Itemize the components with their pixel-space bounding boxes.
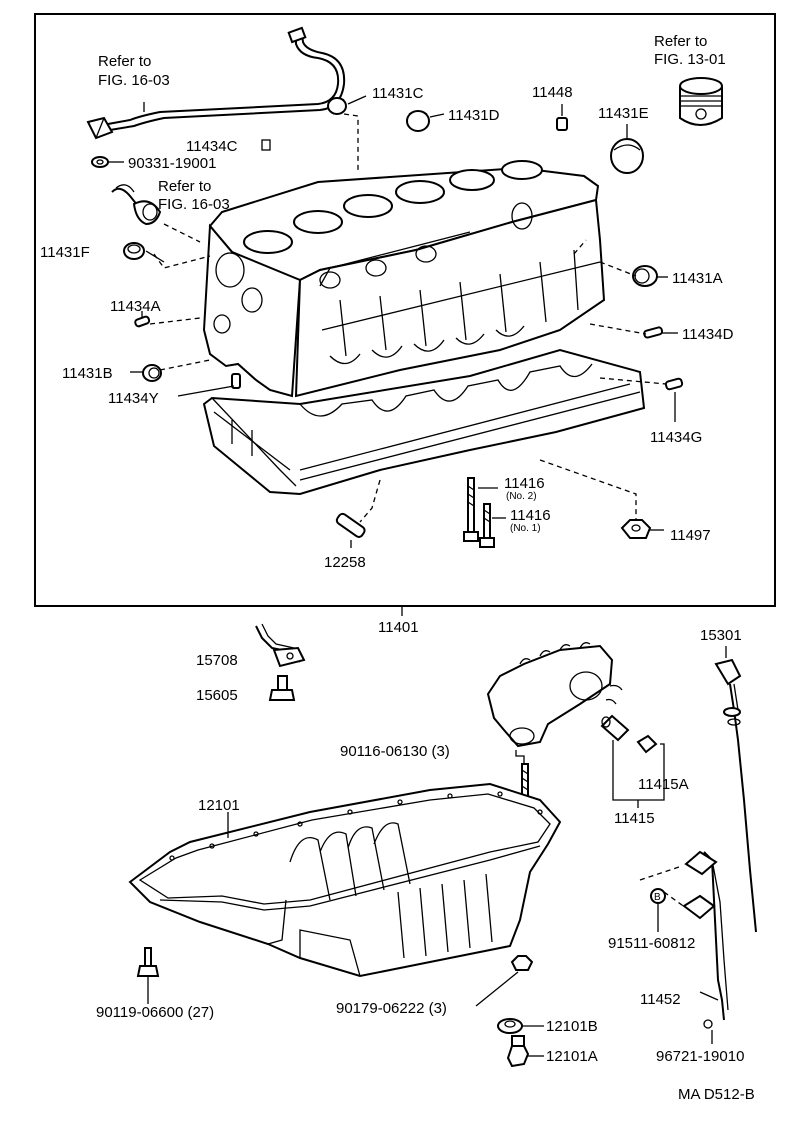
piston: [679, 77, 723, 126]
pin-11434Y: [231, 373, 241, 389]
plug-11431F: [123, 242, 145, 260]
label-11497: 11497: [670, 527, 711, 544]
plug-11431B: [142, 364, 162, 382]
label-91511: 91511-60812: [608, 935, 695, 952]
label-11431B: 11431B: [62, 365, 113, 382]
label-96721: 96721-19010: [656, 1048, 744, 1065]
gasket-12101B: [497, 1018, 523, 1034]
label-11401: 11401: [378, 619, 419, 636]
gasket-90331: [91, 156, 109, 168]
svg-text:B: B: [654, 892, 661, 903]
plug-11431C: [327, 97, 347, 115]
label-15605: 15605: [196, 687, 238, 704]
bolt-15605: [268, 675, 296, 701]
cylinder-block: [202, 160, 606, 398]
label-11452: 11452: [640, 991, 681, 1008]
label-90116: 90116-06130 (3): [340, 743, 450, 760]
label-15708: 15708: [196, 652, 238, 669]
bearing-cap-ladder: [202, 348, 646, 496]
label-refer-1603-b-line1: Refer to: [158, 178, 211, 195]
label-11434C: 11434C: [186, 138, 238, 155]
drain-plug-11415A: [636, 734, 658, 754]
label-11431D: 11431D: [448, 107, 500, 124]
nut-90179: [510, 955, 534, 971]
bolt-11416-no1: [479, 503, 495, 548]
label-90119: 90119-06600 (27): [96, 1004, 214, 1021]
label-11416-no1-sub: (No. 1): [510, 523, 541, 534]
strainer-15708: [255, 623, 306, 668]
plug-11431D: [406, 110, 430, 132]
plug-11431E: [610, 138, 644, 174]
label-11434G: 11434G: [650, 429, 702, 446]
dipstick-guide-11452: [682, 850, 729, 1029]
label-11415A: 11415A: [638, 776, 689, 793]
pin-11434C-symbol: [261, 139, 271, 151]
label-11431C: 11431C: [372, 85, 424, 102]
label-11416-no1: 11416: [510, 507, 551, 524]
label-refer-1603-a-line2: FIG. 16-03: [98, 72, 170, 89]
label-11434D: 11434D: [682, 326, 734, 343]
drain-plug-12101A: [506, 1035, 530, 1068]
pin-11434D: [643, 326, 664, 339]
oil-pan: [128, 782, 562, 978]
label-12258: 12258: [324, 554, 366, 571]
label-11448: 11448: [532, 84, 573, 101]
label-12101B: 12101B: [546, 1018, 598, 1035]
pin-11434A: [134, 315, 151, 328]
nut-11497: [620, 519, 652, 539]
label-11431F: 11431F: [40, 244, 90, 261]
bolt-90119: [136, 947, 160, 977]
stud-90116: [521, 763, 529, 797]
plug-11431A: [632, 265, 658, 287]
label-11416-no2-sub: (No. 2): [506, 491, 537, 502]
label-90331: 90331-19001: [128, 155, 216, 172]
label-refer-1301-line2: FIG. 13-01: [654, 51, 726, 68]
pin-11448: [556, 117, 568, 131]
label-11431A: 11431A: [672, 270, 723, 287]
label-90179: 90179-06222 (3): [336, 1000, 447, 1017]
bolt-91511: B: [650, 888, 666, 904]
block-group-frame: [34, 13, 776, 607]
sleeve-12258: [335, 512, 366, 538]
label-refer-1301-line1: Refer to: [654, 33, 707, 50]
drain-cock-11415: [600, 714, 630, 742]
dipstick-15301: [714, 658, 757, 933]
figure-code: MA D512-B: [678, 1086, 755, 1103]
label-refer-1603-a-line1: Refer to: [98, 53, 151, 70]
label-15301: 15301: [700, 627, 742, 644]
label-refer-1603-b-line2: FIG. 16-03: [158, 196, 230, 213]
elbow-hose: [111, 184, 162, 226]
label-11431E: 11431E: [598, 105, 649, 122]
breather-pipe: [86, 26, 346, 140]
label-11416-no2: 11416: [504, 475, 545, 492]
water-outlet-housing: [486, 642, 623, 748]
pin-11434G: [664, 377, 684, 391]
label-11434Y: 11434Y: [108, 390, 159, 407]
label-12101: 12101: [198, 797, 240, 814]
label-12101A: 12101A: [546, 1048, 598, 1065]
label-11415: 11415: [614, 810, 655, 827]
label-11434A: 11434A: [110, 298, 161, 315]
bolt-11416-no2: [463, 477, 479, 542]
